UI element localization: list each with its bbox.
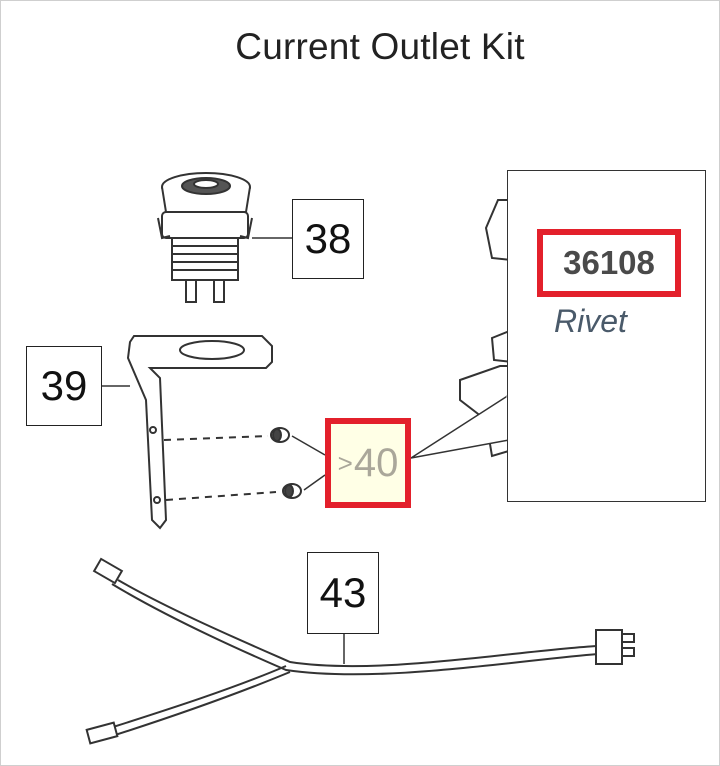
- callout-40-label: 40: [353, 440, 399, 485]
- chevron-right-icon: >: [337, 447, 353, 478]
- callout-43[interactable]: 43: [307, 552, 379, 634]
- callout-39[interactable]: 39: [26, 346, 102, 426]
- part-description: Rivet: [554, 303, 627, 339]
- outlet-socket-illustration: [157, 172, 253, 303]
- part-tooltip: 36108 Rivet: [507, 170, 706, 502]
- page-title: Current Outlet Kit: [235, 26, 525, 67]
- callout-38[interactable]: 38: [292, 199, 364, 279]
- wire-harness-illustration: [85, 557, 635, 745]
- callout-40-selected[interactable]: > 40: [325, 418, 411, 508]
- rivets-illustration: [163, 427, 326, 501]
- bracket-illustration: [126, 335, 273, 530]
- part-number[interactable]: 36108: [537, 229, 681, 297]
